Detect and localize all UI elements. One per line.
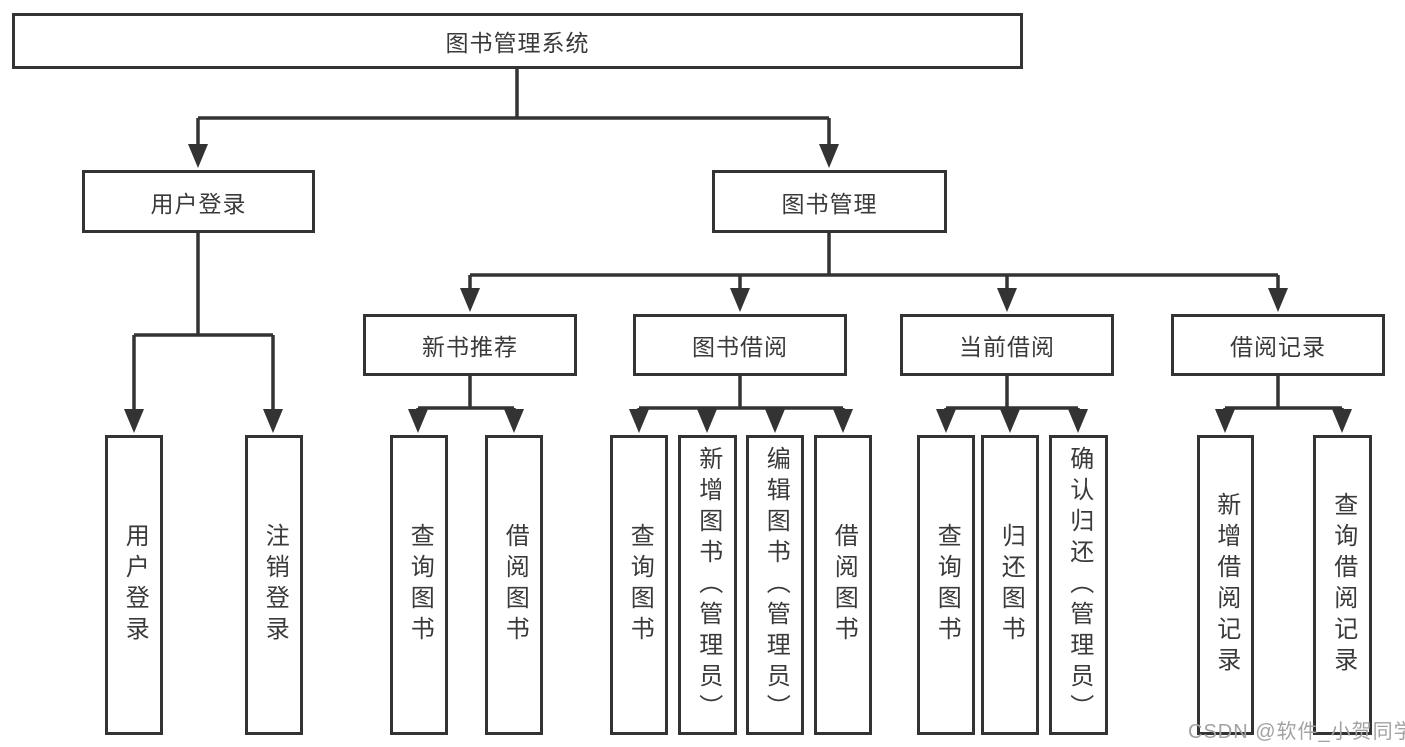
arrowhead <box>833 409 853 433</box>
connector-current-borrowing-subtree <box>944 376 1080 411</box>
leaf-add-books-admin-label: 新增图书（管理员） <box>694 445 722 725</box>
arrowhead <box>1068 409 1088 433</box>
arrowhead <box>819 144 839 168</box>
node-library-management-system: 图书管理系统 <box>12 13 1023 69</box>
leaf-borrow-books-borrowing-label: 借阅图书 <box>830 523 858 647</box>
leaf-logout-label: 注销登录 <box>261 523 289 647</box>
leaf-query-books-borrowing-label: 查询图书 <box>626 523 654 647</box>
arrowhead <box>1000 409 1020 433</box>
arrowhead <box>1332 409 1352 433</box>
arrowhead <box>997 288 1017 312</box>
arrowhead <box>1268 288 1288 312</box>
leaf-query-books-recommend-label: 查询图书 <box>406 523 434 647</box>
csdn-watermark: CSDN @软件_小贺同学 <box>1188 721 1405 743</box>
node-new-book-recommendation: 新书推荐 <box>363 314 577 376</box>
arrowhead <box>460 288 480 312</box>
connector-book-management-to-level3 <box>468 233 1280 290</box>
leaf-query-books-recommend: 查询图书 <box>390 435 448 735</box>
arrowhead <box>263 409 283 433</box>
leaf-edit-books-admin-label: 编辑图书（管理员） <box>762 445 790 725</box>
leaf-query-books-current-label: 查询图书 <box>933 523 961 647</box>
node-book-management: 图书管理 <box>712 170 947 233</box>
leaf-user-login: 用户登录 <box>105 435 163 735</box>
node-borrowing-records: 借阅记录 <box>1171 314 1385 376</box>
leaf-user-login-label: 用户登录 <box>121 523 149 647</box>
node-current-borrowing: 当前借阅 <box>900 314 1114 376</box>
leaf-add-borrow-record: 新增借阅记录 <box>1197 435 1254 735</box>
leaf-add-borrow-record-label: 新增借阅记录 <box>1212 492 1240 678</box>
leaf-borrow-books-recommend: 借阅图书 <box>485 435 543 735</box>
arrowhead <box>765 409 785 433</box>
leaf-query-borrow-record: 查询借阅记录 <box>1313 435 1372 735</box>
arrowhead <box>936 409 956 433</box>
leaf-return-books-label: 归还图书 <box>997 523 1025 647</box>
arrowhead <box>1215 409 1235 433</box>
leaf-edit-books-admin: 编辑图书（管理员） <box>746 435 804 735</box>
connector-user-login-subtree <box>132 233 275 411</box>
leaf-add-books-admin: 新增图书（管理员） <box>678 435 737 735</box>
node-book-borrowing: 图书借阅 <box>633 314 847 376</box>
leaf-borrow-books-recommend-label: 借阅图书 <box>501 523 529 647</box>
arrowhead <box>730 288 750 312</box>
leaf-return-books: 归还图书 <box>981 435 1039 735</box>
arrowhead <box>629 409 649 433</box>
node-user-login-group: 用户登录 <box>82 170 315 233</box>
arrowhead <box>697 409 717 433</box>
leaf-query-books-borrowing: 查询图书 <box>610 435 668 735</box>
arrowhead <box>124 409 144 433</box>
leaf-query-books-current: 查询图书 <box>917 435 975 735</box>
leaf-logout: 注销登录 <box>245 435 303 735</box>
leaf-borrow-books-borrowing: 借阅图书 <box>814 435 872 735</box>
connector-borrowing-records-subtree <box>1223 376 1344 411</box>
arrowhead <box>408 409 428 433</box>
leaf-query-borrow-record-label: 查询借阅记录 <box>1329 492 1357 678</box>
leaf-confirm-return-admin-label: 确认归还（管理员） <box>1065 445 1093 725</box>
arrowhead <box>188 144 208 168</box>
arrowhead <box>504 409 524 433</box>
leaf-confirm-return-admin: 确认归还（管理员） <box>1049 435 1108 735</box>
connector-new-book-subtree <box>416 376 516 411</box>
connector-book-borrowing-subtree <box>637 376 845 411</box>
connector-root-to-level2 <box>196 69 831 146</box>
